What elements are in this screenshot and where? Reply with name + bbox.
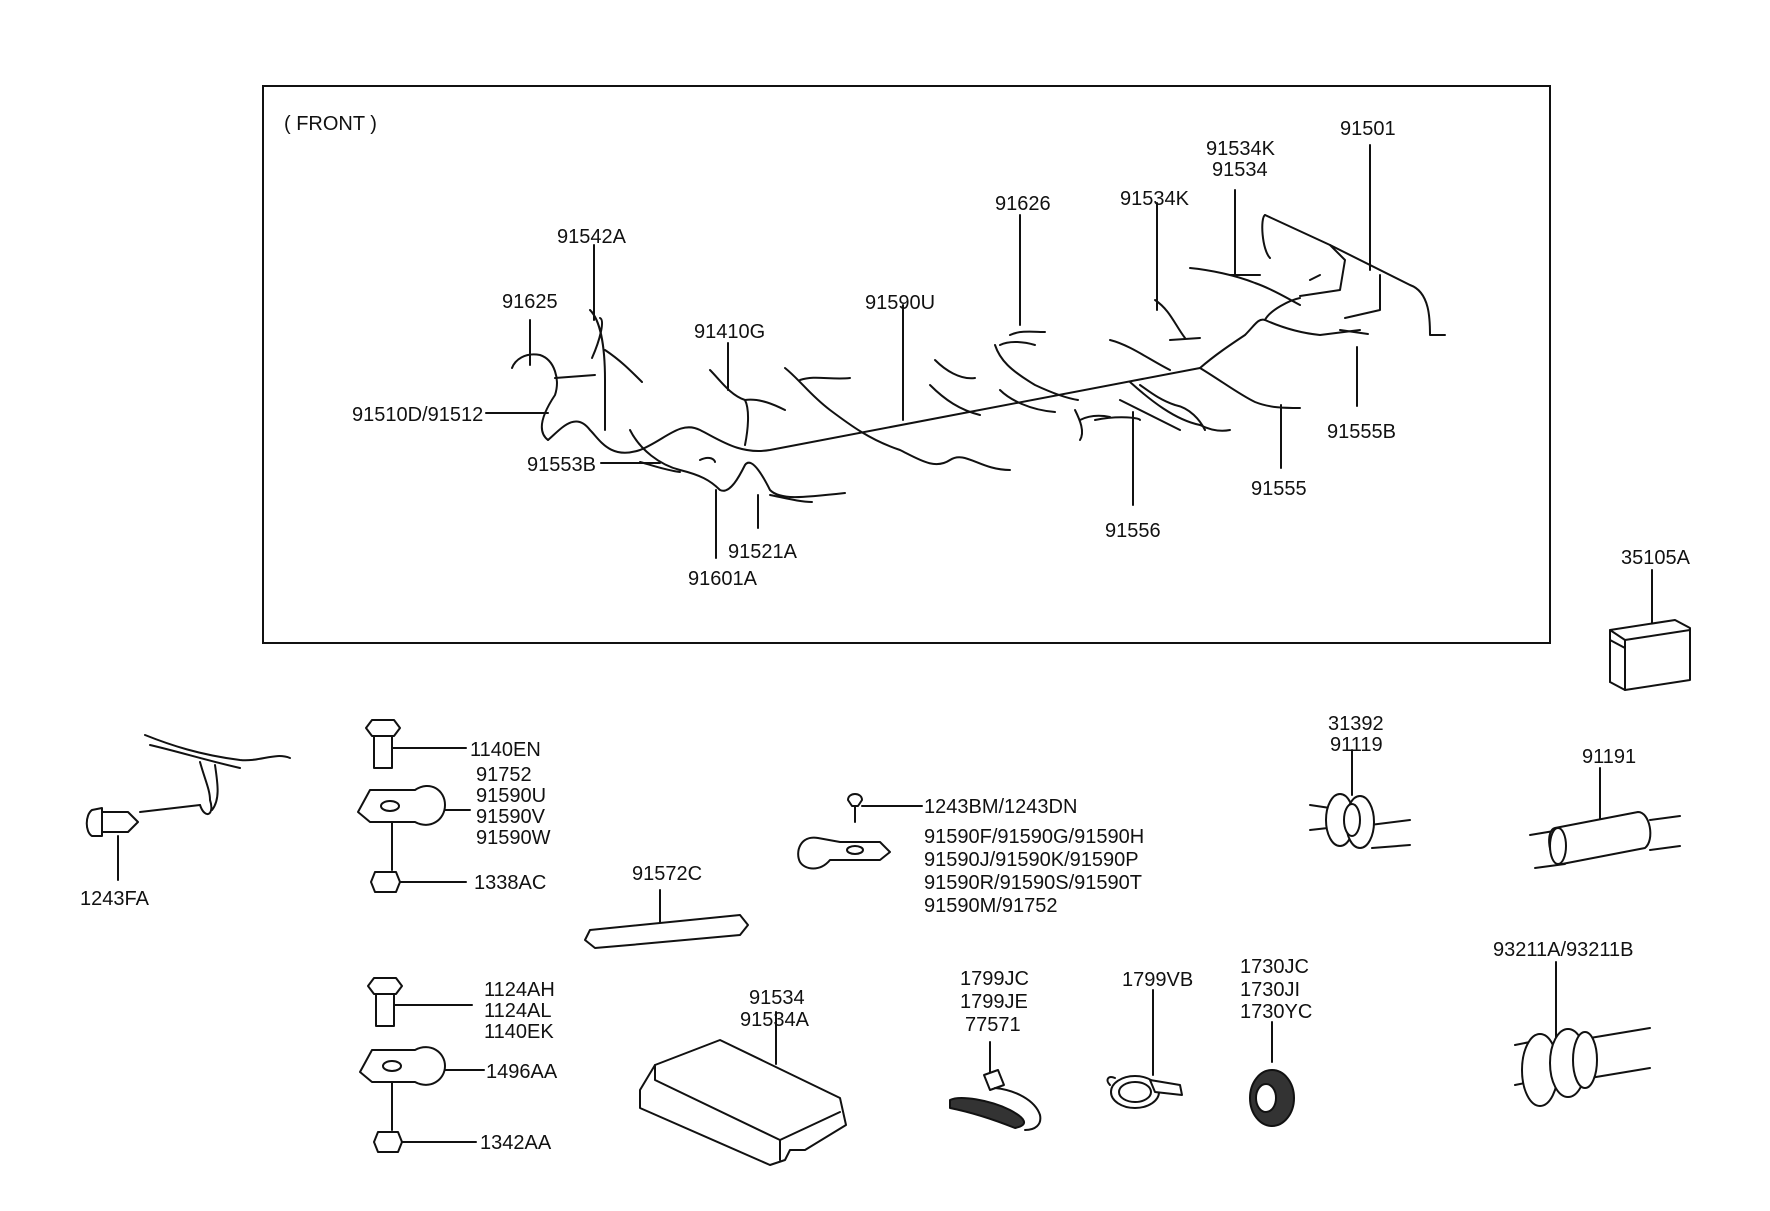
strip-91572c <box>584 889 749 949</box>
label-1124al: 1124AL <box>484 1000 551 1022</box>
clip-1799vb <box>1106 989 1183 1109</box>
label-91590r: 91590R/91590S/91590T <box>924 872 1142 894</box>
label-91534a: 91534A <box>740 1009 810 1031</box>
label-91534k-a: 91534K <box>1206 138 1276 160</box>
label-91601a: 91601A <box>688 568 758 590</box>
label-1730yc: 1730YC <box>1240 1001 1312 1023</box>
clamp-set-2 <box>359 977 485 1153</box>
label-1140en: 1140EN <box>470 739 541 761</box>
label-91626: 91626 <box>995 193 1051 215</box>
label-91590f: 91590F/91590G/91590H <box>924 826 1144 848</box>
main-harness-wires <box>511 214 1446 503</box>
label-91590w: 91590W <box>476 827 551 849</box>
label-91534-b: 91534 <box>749 987 805 1009</box>
label-1124ah: 1124AH <box>484 979 555 1001</box>
grommet-1730jc <box>1249 1021 1295 1127</box>
label-91556: 91556 <box>1105 520 1161 542</box>
label-91510d-91512: 91510D/91512 <box>352 404 483 426</box>
label-91553b: 91553B <box>527 454 596 476</box>
label-1342aa: 1342AA <box>480 1132 552 1154</box>
front-harness-frame <box>262 85 1551 644</box>
grommet-93211a <box>1514 961 1651 1107</box>
label-1799je: 1799JE <box>960 991 1028 1013</box>
sleeve-91191 <box>1529 767 1681 869</box>
label-1140ek: 1140EK <box>484 1021 554 1043</box>
label-91555: 91555 <box>1251 478 1307 500</box>
label-91625: 91625 <box>502 291 558 313</box>
label-1243fa: 1243FA <box>80 888 150 910</box>
label-91410g: 91410G <box>694 321 765 343</box>
label-91752: 91752 <box>476 764 532 786</box>
front-label: ( FRONT ) <box>284 113 377 135</box>
cable-tie-1799jc <box>949 1041 1042 1131</box>
label-91542a: 91542A <box>557 226 627 248</box>
clip-1243fa <box>85 734 291 881</box>
label-91590u: 91590U <box>865 292 935 314</box>
label-91191: 91191 <box>1582 746 1636 768</box>
label-91590u-b: 91590U <box>476 785 546 807</box>
label-91501: 91501 <box>1340 118 1396 140</box>
label-91572c: 91572C <box>632 863 702 885</box>
label-1243bm: 1243BM/1243DN <box>924 796 1077 818</box>
label-91534k-b: 91534K <box>1120 188 1190 210</box>
label-91590m: 91590M/91752 <box>924 895 1057 917</box>
clip-1243bm <box>797 793 923 870</box>
label-1799vb: 1799VB <box>1122 969 1193 991</box>
harness-leader-lines <box>485 144 1371 559</box>
bracket-35105a <box>1609 569 1691 691</box>
label-31392: 31392 <box>1328 713 1384 735</box>
label-91521a: 91521A <box>728 541 798 563</box>
label-93211a: 93211A/93211B <box>1493 939 1634 961</box>
label-35105a: 35105A <box>1621 547 1691 569</box>
grommet-31392 <box>1309 749 1411 849</box>
label-91555b: 91555B <box>1327 421 1396 443</box>
label-91590v: 91590V <box>476 806 546 828</box>
label-91590j: 91590J/91590K/91590P <box>924 849 1139 871</box>
label-1496aa: 1496AA <box>486 1061 558 1083</box>
label-91534: 91534 <box>1212 159 1268 181</box>
clamp-set-1 <box>357 719 471 893</box>
label-77571: 77571 <box>965 1014 1021 1036</box>
label-1730jc: 1730JC <box>1240 956 1309 978</box>
label-1730ji: 1730JI <box>1240 979 1300 1001</box>
label-1799jc: 1799JC <box>960 968 1029 990</box>
label-91119: 91119 <box>1330 734 1383 756</box>
label-1338ac: 1338AC <box>474 872 546 894</box>
junction-box-91534 <box>639 1011 847 1166</box>
